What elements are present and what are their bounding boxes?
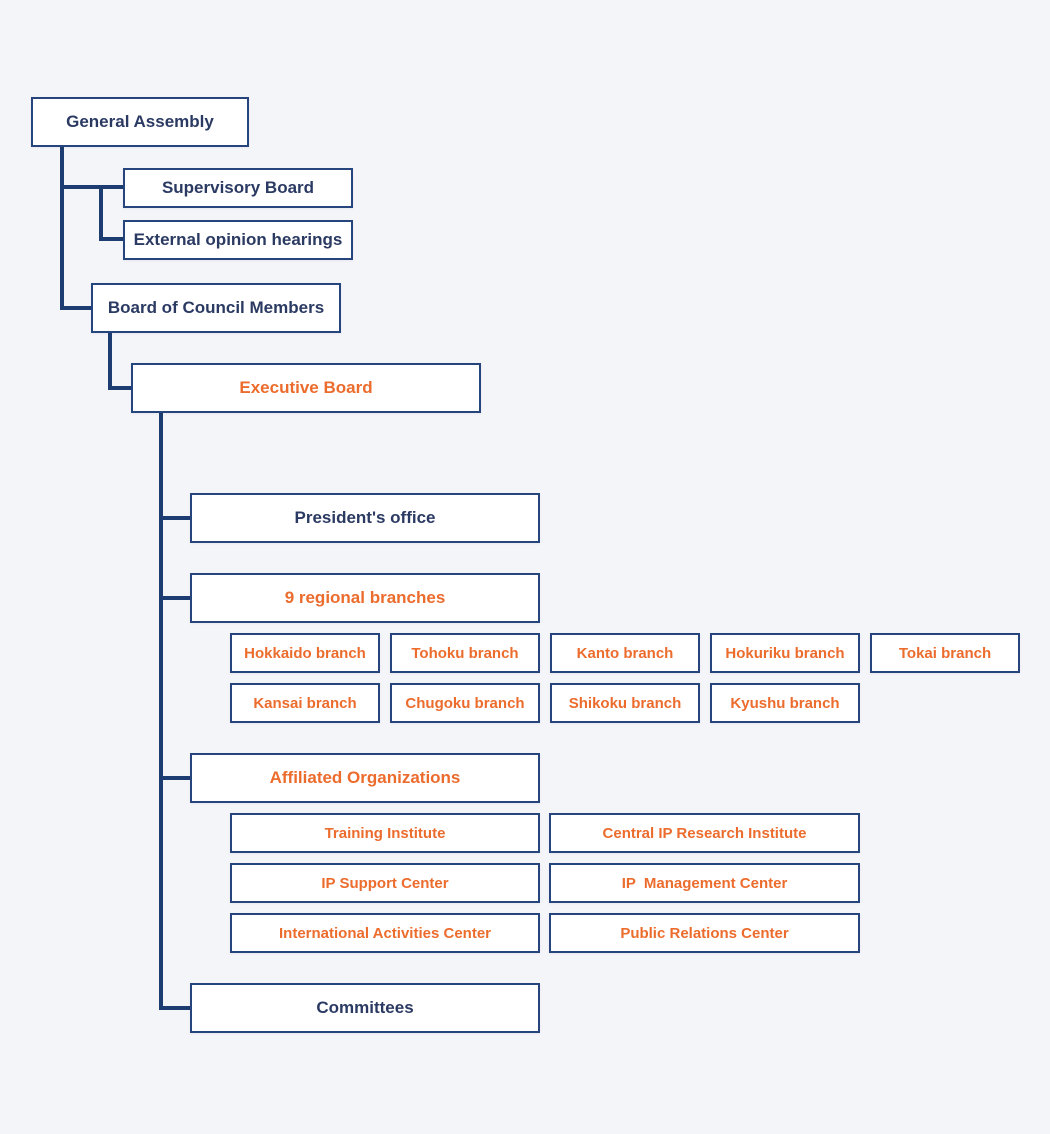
connector-committees-elbow: [159, 1006, 192, 1010]
node-affiliated-organizations-label: Affiliated Organizations: [269, 768, 461, 787]
node-tokai-branch: Tokai branch: [870, 633, 1020, 673]
node-hokuriku-branch: Hokuriku branch: [710, 633, 860, 673]
node-chugoku-branch: Chugoku branch: [390, 683, 540, 723]
node-ip-management-center-label: IP Management Center: [621, 874, 788, 892]
node-chugoku-branch-label: Chugoku branch: [405, 694, 525, 712]
connector-council-members-trunk: [108, 332, 112, 390]
node-presidents-office: President's office: [190, 493, 540, 543]
node-tokai-branch-label: Tokai branch: [898, 644, 992, 662]
node-executive-board-label: Executive Board: [239, 378, 373, 397]
node-committees-label: Committees: [316, 998, 414, 1017]
node-kyushu-branch: Kyushu branch: [710, 683, 860, 723]
connector-council-members-elbow: [60, 306, 92, 310]
node-external-opinion-hearings-label: External opinion hearings: [133, 230, 343, 249]
node-affiliated-organizations: Affiliated Organizations: [190, 753, 540, 803]
node-external-opinion-hearings: External opinion hearings: [123, 220, 353, 260]
node-committees: Committees: [190, 983, 540, 1033]
node-regional-branches-label: 9 regional branches: [284, 588, 446, 607]
node-tohoku-branch-label: Tohoku branch: [411, 644, 519, 662]
node-international-activities-center-label: International Activities Center: [279, 924, 491, 942]
node-general-assembly-label: General Assembly: [66, 112, 214, 131]
connector-supervisory-board-stub: [60, 185, 123, 189]
node-shikoku-branch-label: Shikoku branch: [568, 694, 682, 712]
node-kansai-branch-label: Kansai branch: [253, 694, 357, 712]
connector-affiliated-organizations-stub: [159, 776, 192, 780]
node-regional-branches: 9 regional branches: [190, 573, 540, 623]
connector-regional-branches-stub: [159, 596, 192, 600]
node-kansai-branch: Kansai branch: [230, 683, 380, 723]
node-general-assembly: General Assembly: [31, 97, 249, 147]
node-kanto-branch: Kanto branch: [550, 633, 700, 673]
node-supervisory-board: Supervisory Board: [123, 168, 353, 208]
node-training-institute: Training Institute: [230, 813, 540, 853]
node-board-of-council-members-label: Board of Council Members: [107, 298, 325, 317]
node-ip-support-center-label: IP Support Center: [321, 874, 449, 892]
node-public-relations-center-label: Public Relations Center: [620, 924, 789, 942]
node-public-relations-center: Public Relations Center: [549, 913, 860, 953]
node-kanto-branch-label: Kanto branch: [576, 644, 674, 662]
node-ip-support-center: IP Support Center: [230, 863, 540, 903]
connector-executive-board-elbow: [108, 386, 133, 390]
connector-presidents-office-stub: [159, 516, 192, 520]
node-presidents-office-label: President's office: [294, 508, 436, 527]
node-shikoku-branch: Shikoku branch: [550, 683, 700, 723]
node-hokkaido-branch: Hokkaido branch: [230, 633, 380, 673]
node-central-ip-research-institute: Central IP Research Institute: [549, 813, 860, 853]
node-hokuriku-branch-label: Hokuriku branch: [725, 644, 845, 662]
node-executive-board: Executive Board: [131, 363, 481, 413]
node-hokkaido-branch-label: Hokkaido branch: [244, 644, 366, 662]
node-central-ip-research-institute-label: Central IP Research Institute: [602, 824, 807, 842]
node-ip-management-center: IP Management Center: [549, 863, 860, 903]
node-training-institute-label: Training Institute: [324, 824, 446, 842]
node-supervisory-board-label: Supervisory Board: [161, 178, 315, 197]
connector-external-hearings-vertical: [99, 185, 103, 241]
node-kyushu-branch-label: Kyushu branch: [730, 694, 840, 712]
node-international-activities-center: International Activities Center: [230, 913, 540, 953]
node-tohoku-branch: Tohoku branch: [390, 633, 540, 673]
node-board-of-council-members: Board of Council Members: [91, 283, 341, 333]
connector-executive-board-spine: [159, 412, 163, 1010]
connector-external-hearings-stub: [99, 237, 123, 241]
connector-general-assembly-trunk: [60, 146, 64, 310]
